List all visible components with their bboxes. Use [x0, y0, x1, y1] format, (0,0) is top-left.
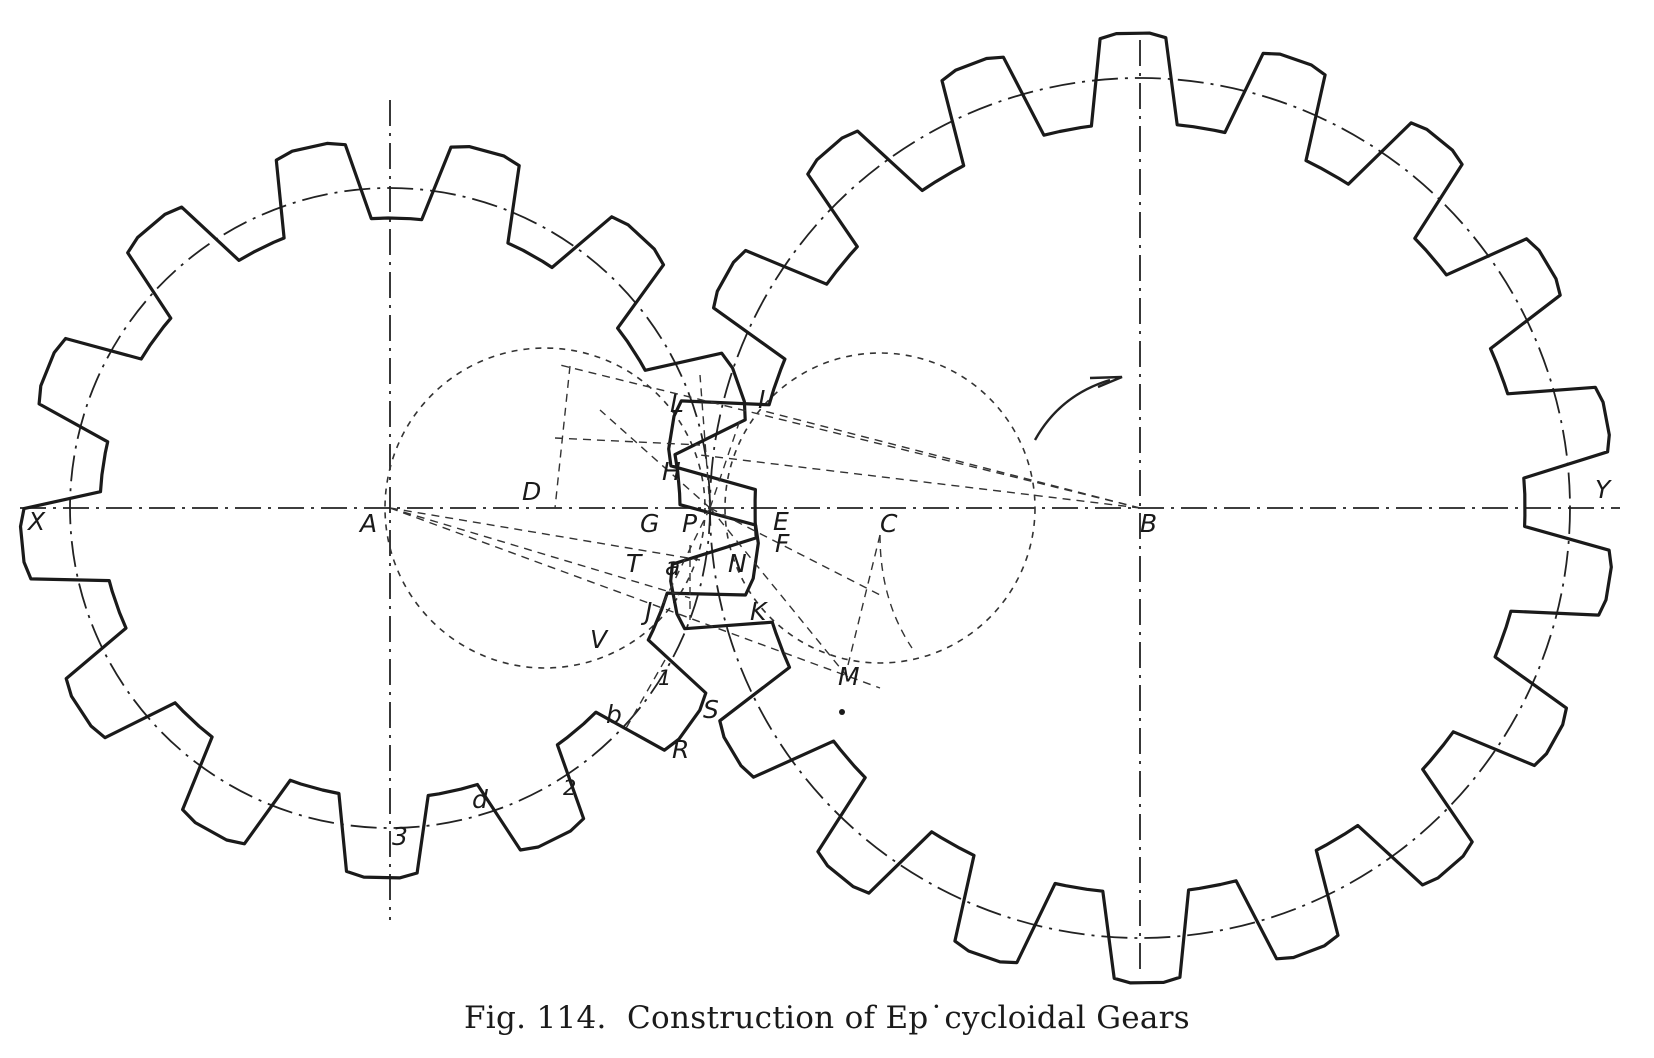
label-x: X — [26, 507, 46, 536]
right-gear-outline — [667, 31, 1613, 985]
describing-circle-right — [724, 352, 1036, 664]
figure-caption: Fig. 114. Construction of Ep˙cycloidal G… — [0, 1000, 1654, 1036]
epicycloidal-gears-diagram: X Y A B C D G P E F H L I T a N J K V M … — [18, 31, 1620, 985]
caption-title: Construction of Ep˙cycloidal Gears — [626, 1000, 1191, 1036]
label-h: H — [662, 457, 681, 486]
label-k: K — [750, 597, 769, 626]
label-m: M — [838, 662, 860, 691]
label-e: E — [773, 507, 789, 536]
label-s: S — [703, 695, 719, 724]
construction-lines — [389, 364, 1141, 731]
label-t: T — [626, 549, 643, 578]
describing-circle-left — [384, 347, 706, 669]
label-b: B — [1140, 509, 1157, 538]
caption-number: Fig. 114. — [463, 1000, 607, 1036]
label-1: 1 — [658, 666, 671, 690]
label-3: 3 — [392, 822, 408, 851]
label-n: N — [728, 549, 747, 578]
rotation-arrow-head — [1089, 375, 1123, 389]
label-y: Y — [1595, 475, 1612, 504]
label-d: D — [522, 477, 541, 506]
point-m-dot — [839, 709, 845, 715]
label-f: F — [775, 529, 790, 558]
label-d-small: d — [472, 785, 488, 814]
label-i: I — [758, 385, 765, 414]
label-l: L — [670, 389, 684, 418]
label-v: V — [590, 625, 609, 654]
label-j: J — [640, 597, 652, 626]
label-r: R — [672, 735, 689, 764]
label-2: 2 — [563, 776, 576, 800]
label-c: C — [880, 509, 898, 538]
rotation-arrow — [1033, 378, 1111, 441]
label-g: G — [640, 509, 659, 538]
label-a-small: a — [665, 552, 680, 581]
left-gear-outline — [18, 141, 760, 880]
label-p: P — [682, 509, 698, 538]
label-b-small: b — [606, 700, 622, 729]
label-a: A — [358, 509, 377, 538]
